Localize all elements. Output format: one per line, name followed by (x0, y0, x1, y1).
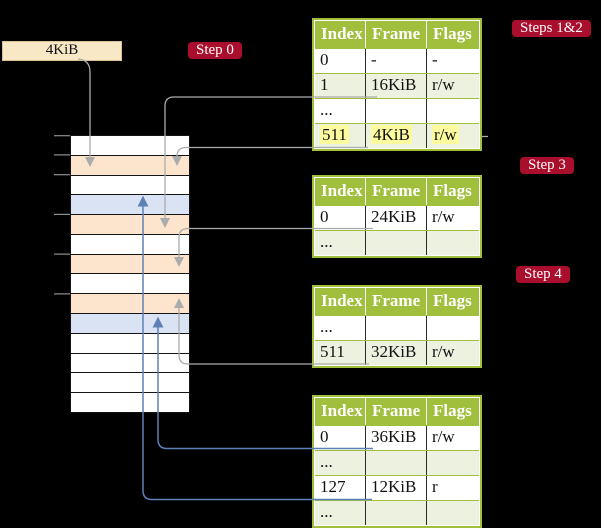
table-cell: ... (315, 99, 365, 123)
table-cell: r/w (426, 341, 479, 365)
table-row: ... (315, 98, 479, 123)
table-cell (365, 501, 426, 525)
memory-row-1-plain (71, 136, 189, 155)
memory-row-7-orange (71, 253, 189, 274)
table-cell (426, 451, 479, 475)
memory-row-12-plain (71, 352, 189, 373)
table-cell: ... (315, 316, 365, 340)
table-cell: 511 (315, 341, 365, 365)
memory-tick-marks (54, 135, 70, 295)
table-row: 0-- (315, 48, 479, 73)
memory-row-13-plain (71, 372, 189, 393)
table-cell: - (365, 49, 426, 73)
step-3-badge: Step 3 (520, 157, 574, 174)
table-cell: 0 (315, 426, 365, 450)
table-cell (426, 231, 479, 255)
memory-row-9-orange (71, 293, 189, 314)
table-cell: ... (315, 451, 365, 475)
table-cell: r/w (426, 74, 479, 98)
memory-row-4-blue (71, 194, 189, 215)
table-cell: r/w (426, 426, 479, 450)
memory-row-6-plain (71, 233, 189, 254)
memory-row-11-plain (71, 332, 189, 353)
table-cell (365, 451, 426, 475)
table-cell (426, 99, 479, 123)
table-cell: r/w (426, 206, 479, 230)
table-cell: 0 (315, 49, 365, 73)
memory-row-10-blue (71, 313, 189, 333)
memory-row-14-plain (71, 392, 189, 412)
table-cell: 24KiB (365, 206, 426, 230)
table-cell: 32KiB (365, 341, 426, 365)
table-header-cell: Flags (426, 398, 479, 425)
table-header-cell: Frame (365, 398, 426, 425)
memory-row-3-plain (71, 174, 189, 195)
table-cell: r (426, 476, 479, 500)
table-cell (365, 99, 426, 123)
table-row: ... (315, 230, 479, 255)
table-cell: ... (315, 501, 365, 525)
table-cell (426, 501, 479, 525)
table-header-cell: Flags (426, 21, 479, 48)
table-cell: r/w (426, 124, 479, 148)
steps-1-2-badge: Steps 1&2 (512, 20, 591, 37)
memory-column (70, 135, 190, 413)
table-row: ... (315, 315, 479, 340)
step-0-badge: Step 0 (188, 42, 242, 59)
table-cell (365, 316, 426, 340)
table-header-cell: Flags (426, 288, 479, 315)
table-header-cell: Frame (365, 178, 426, 205)
table-cell: 127 (315, 476, 365, 500)
table-cell (365, 231, 426, 255)
table-cell: 4KiB (365, 124, 426, 148)
table-cell (426, 316, 479, 340)
frame-size-label: 4KiB (2, 41, 122, 61)
table-cell: 36KiB (365, 426, 426, 450)
memory-row-2-orange (71, 154, 189, 175)
table-row: ... (315, 450, 479, 475)
table-row: ... (315, 500, 479, 525)
table-cell: 16KiB (365, 74, 426, 98)
table-cell: 0 (315, 206, 365, 230)
step-4-badge: Step 4 (516, 266, 570, 283)
memory-row-8-plain (71, 273, 189, 294)
table-cell: - (426, 49, 479, 73)
table-header-cell: Index (321, 181, 363, 200)
table-header-cell: Frame (365, 288, 426, 315)
table-cell: ... (315, 231, 365, 255)
table-cell: 511 (315, 124, 365, 148)
table-header-cell: Index (321, 401, 363, 420)
table-cell: 12KiB (365, 476, 426, 500)
table-header-cell: Flags (426, 178, 479, 205)
table-header-cell: Index (321, 24, 363, 43)
memory-row-5-orange (71, 214, 189, 234)
table-header-cell: Index (321, 291, 363, 310)
table-header-cell: Frame (365, 21, 426, 48)
table-cell: 1 (315, 74, 365, 98)
